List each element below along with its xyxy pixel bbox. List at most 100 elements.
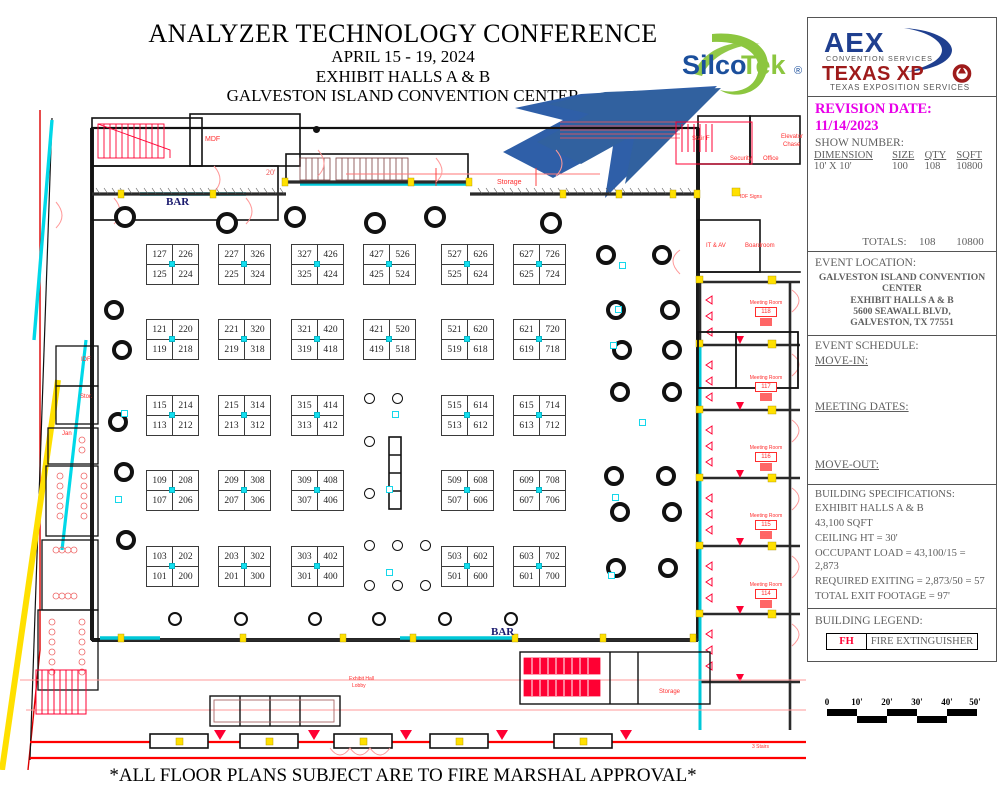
booth-406[interactable]: 406 [317,490,344,511]
booth-208[interactable]: 208 [172,470,199,491]
booth-412[interactable]: 412 [317,415,344,436]
booth-724[interactable]: 724 [539,264,566,285]
booth-309[interactable]: 309 [291,470,318,491]
booth-520[interactable]: 520 [389,319,416,340]
booth-720[interactable]: 720 [539,319,566,340]
booth-101[interactable]: 101 [146,566,173,587]
booth-219[interactable]: 219 [218,339,245,360]
booth-306[interactable]: 306 [244,490,271,511]
booth-608[interactable]: 608 [467,470,494,491]
booth-618[interactable]: 618 [467,339,494,360]
booth-207[interactable]: 207 [218,490,245,511]
booth-325[interactable]: 325 [291,264,318,285]
booth-314[interactable]: 314 [244,395,271,416]
booth-714[interactable]: 714 [539,395,566,416]
booth-121[interactable]: 121 [146,319,173,340]
booth-421[interactable]: 421 [363,319,390,340]
booth-321[interactable]: 321 [291,319,318,340]
booth-414[interactable]: 414 [317,395,344,416]
booth-426[interactable]: 426 [317,244,344,265]
booth-626[interactable]: 626 [467,244,494,265]
booth-303[interactable]: 303 [291,546,318,567]
booth-320[interactable]: 320 [244,319,271,340]
booth-614[interactable]: 614 [467,395,494,416]
booth-224[interactable]: 224 [172,264,199,285]
booth-507[interactable]: 507 [441,490,468,511]
booth-119[interactable]: 119 [146,339,173,360]
booth-209[interactable]: 209 [218,470,245,491]
booth-201[interactable]: 201 [218,566,245,587]
booth-103[interactable]: 103 [146,546,173,567]
booth-308[interactable]: 308 [244,470,271,491]
booth-424[interactable]: 424 [317,264,344,285]
booth-402[interactable]: 402 [317,546,344,567]
booth-620[interactable]: 620 [467,319,494,340]
booth-214[interactable]: 214 [172,395,199,416]
booth-615[interactable]: 615 [513,395,540,416]
booth-612[interactable]: 612 [467,415,494,436]
booth-601[interactable]: 601 [513,566,540,587]
booth-212[interactable]: 212 [172,415,199,436]
booth-225[interactable]: 225 [218,264,245,285]
booth-702[interactable]: 702 [539,546,566,567]
booth-708[interactable]: 708 [539,470,566,491]
booth-109[interactable]: 109 [146,470,173,491]
booth-220[interactable]: 220 [172,319,199,340]
booth-218[interactable]: 218 [172,339,199,360]
booth-518[interactable]: 518 [389,339,416,360]
booth-425[interactable]: 425 [363,264,390,285]
booth-521[interactable]: 521 [441,319,468,340]
booth-312[interactable]: 312 [244,415,271,436]
booth-327[interactable]: 327 [291,244,318,265]
booth-418[interactable]: 418 [317,339,344,360]
booth-400[interactable]: 400 [317,566,344,587]
booth-600[interactable]: 600 [467,566,494,587]
booth-300[interactable]: 300 [244,566,271,587]
booth-202[interactable]: 202 [172,546,199,567]
booth-113[interactable]: 113 [146,415,173,436]
booth-619[interactable]: 619 [513,339,540,360]
booth-606[interactable]: 606 [467,490,494,511]
booth-602[interactable]: 602 [467,546,494,567]
booth-613[interactable]: 613 [513,415,540,436]
booth-213[interactable]: 213 [218,415,245,436]
booth-526[interactable]: 526 [389,244,416,265]
booth-324[interactable]: 324 [244,264,271,285]
booth-624[interactable]: 624 [467,264,494,285]
booth-107[interactable]: 107 [146,490,173,511]
booth-519[interactable]: 519 [441,339,468,360]
booth-503[interactable]: 503 [441,546,468,567]
booth-301[interactable]: 301 [291,566,318,587]
booth-408[interactable]: 408 [317,470,344,491]
booth-525[interactable]: 525 [441,264,468,285]
booth-420[interactable]: 420 [317,319,344,340]
booth-307[interactable]: 307 [291,490,318,511]
booth-718[interactable]: 718 [539,339,566,360]
booth-302[interactable]: 302 [244,546,271,567]
